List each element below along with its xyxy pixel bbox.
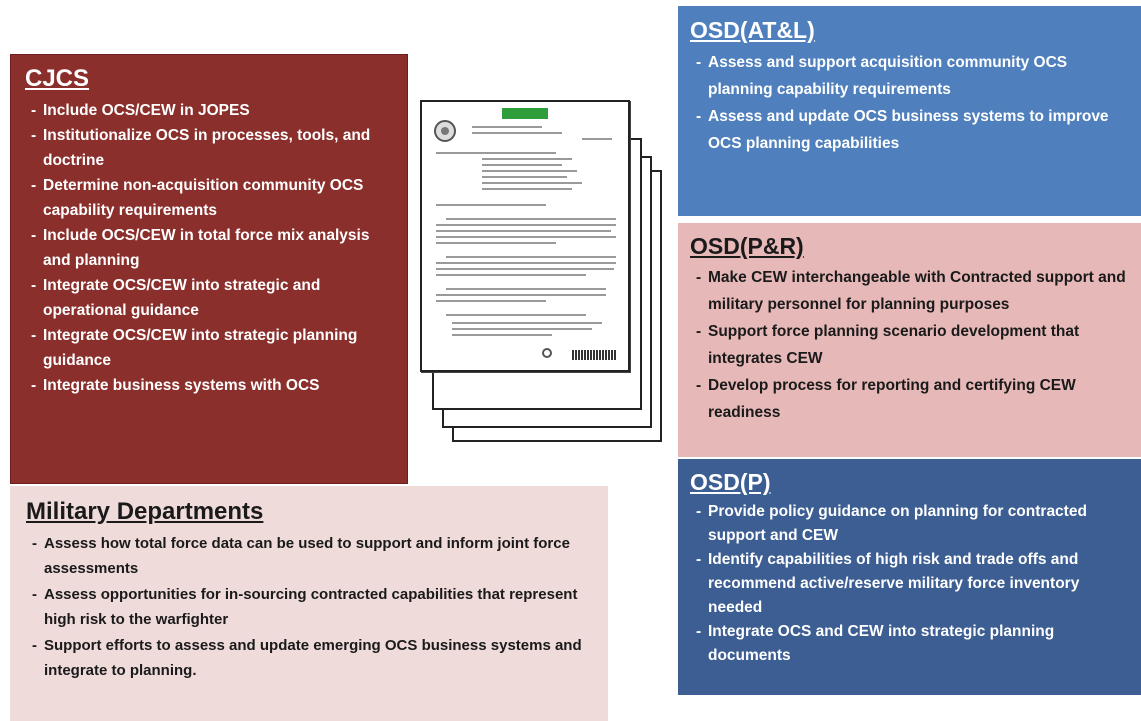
cjcs-item: Include OCS/CEW in total force mix analy… [25,223,397,273]
osd-atl-item: Assess and support acquisition community… [690,49,1131,103]
osd-p-panel: OSD(P) Provide policy guidance on planni… [678,459,1141,695]
osd-pr-item: Support force planning scenario developm… [690,318,1131,372]
osd-pr-list: Make CEW interchangeable with Contracted… [690,264,1131,426]
military-departments-panel: Military Departments Assess how total fo… [10,486,608,721]
cjcs-item: Institutionalize OCS in processes, tools… [25,123,397,173]
osd-p-item: Identify capabilities of high risk and t… [690,548,1131,620]
cjcs-item: Integrate business systems with OCS [25,373,397,398]
osd-p-title: OSD(P) [690,469,771,495]
osd-pr-item: Develop process for reporting and certif… [690,372,1131,426]
osd-p-item: Integrate OCS and CEW into strategic pla… [690,620,1131,668]
classification-tag [502,108,548,119]
osd-atl-panel: OSD(AT&L) Assess and support acquisition… [678,6,1141,216]
cjcs-list: Include OCS/CEW in JOPES Institutionaliz… [25,98,397,398]
cjcs-title: CJCS [25,65,90,92]
barcode-icon [572,350,616,360]
document-stack-icon: ~ ʀ ~ [414,92,676,452]
recycle-icon [542,348,552,358]
osd-pr-title: OSD(P&R) [690,233,804,259]
cjcs-item: Determine non-acquisition community OCS … [25,173,397,223]
seal-icon [434,120,456,142]
cjcs-item: Integrate OCS/CEW into strategic and ope… [25,273,397,323]
osd-atl-list: Assess and support acquisition community… [690,49,1131,157]
cjcs-item: Integrate OCS/CEW into strategic plannin… [25,323,397,373]
military-departments-list: Assess how total force data can be used … [26,531,598,683]
osd-atl-title: OSD(AT&L) [690,17,815,43]
memo-document [420,100,630,372]
military-departments-item: Support efforts to assess and update eme… [26,633,598,683]
military-departments-item: Assess opportunities for in-sourcing con… [26,582,598,632]
osd-p-list: Provide policy guidance on planning for … [690,500,1131,668]
osd-pr-item: Make CEW interchangeable with Contracted… [690,264,1131,318]
osd-atl-item: Assess and update OCS business systems t… [690,103,1131,157]
osd-p-item: Provide policy guidance on planning for … [690,500,1131,548]
osd-pr-panel: OSD(P&R) Make CEW interchangeable with C… [678,223,1141,457]
military-departments-title: Military Departments [26,498,264,525]
cjcs-panel: CJCS Include OCS/CEW in JOPES Institutio… [10,54,408,484]
cjcs-item: Include OCS/CEW in JOPES [25,98,397,123]
military-departments-item: Assess how total force data can be used … [26,531,598,581]
